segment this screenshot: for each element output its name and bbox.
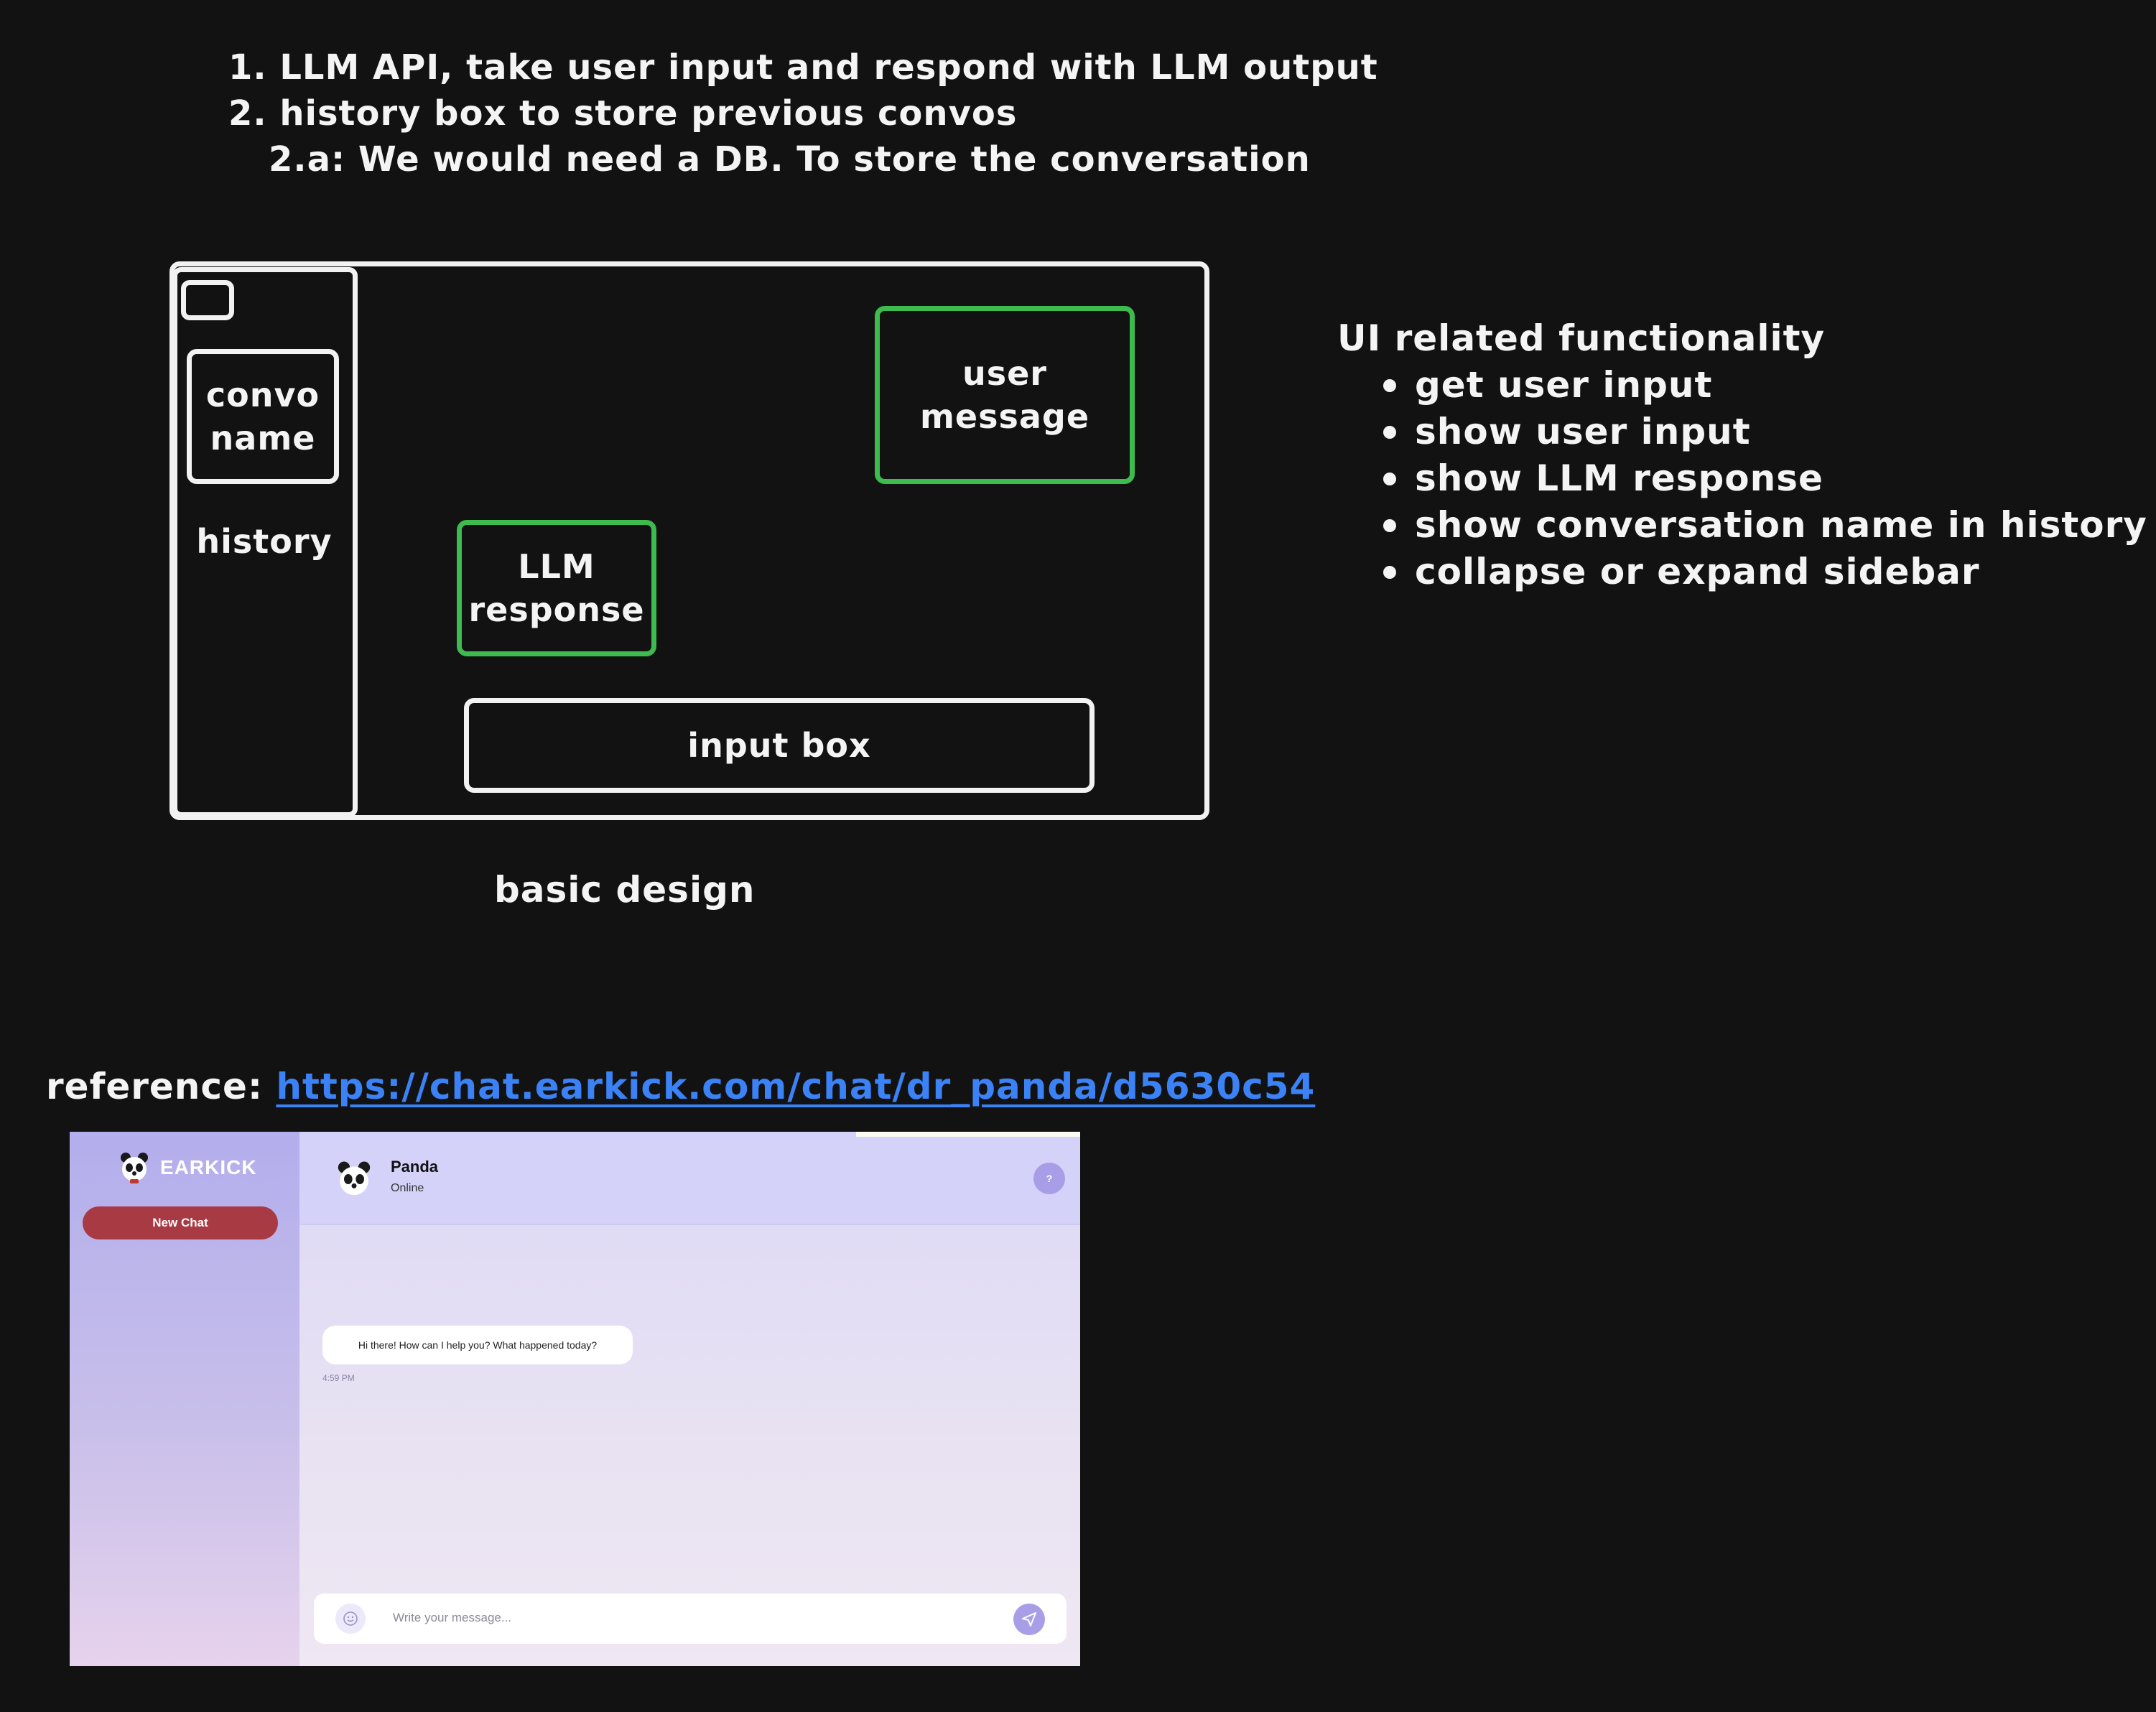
- reference-line: reference: https://chat.earkick.com/chat…: [46, 1063, 1315, 1110]
- earkick-logo: EARKICK: [117, 1150, 257, 1185]
- chat-header: Panda Online ?: [299, 1132, 1080, 1225]
- requirement-item: 2. history box to store previous convos: [228, 93, 1018, 134]
- ui-functionality-title: UI related functionality: [1337, 317, 1826, 359]
- earkick-brand: EARKICK: [160, 1156, 257, 1178]
- bullet-icon: [1383, 518, 1396, 532]
- requirements-list: 1. LLM API, take user input and respond …: [228, 45, 1378, 182]
- panda-logo-icon: [117, 1150, 152, 1185]
- bullet-icon: [1383, 472, 1396, 485]
- help-icon[interactable]: ?: [1033, 1163, 1065, 1194]
- bullet-icon: [1383, 425, 1396, 439]
- user-message-box: user message: [875, 306, 1135, 484]
- convo-name-label-2: name: [210, 419, 316, 457]
- user-message-label-2: message: [919, 397, 1090, 436]
- chat-messages: Hi there! How can I help you? What happe…: [299, 1225, 1080, 1666]
- llm-response-box: LLM response: [457, 520, 656, 656]
- list-item: show conversation name in history tab: [1383, 502, 2156, 549]
- llm-response-label-2: response: [468, 590, 645, 629]
- list-item: show LLM response: [1383, 455, 2156, 502]
- llm-response-label-1: LLM: [518, 547, 595, 586]
- sidebar-toggle-icon: [181, 280, 234, 320]
- input-box: input box: [464, 698, 1095, 793]
- header-accent-bar: [856, 1132, 1080, 1137]
- earkick-chat-area: Panda Online ? Hi there! How can I help …: [299, 1132, 1080, 1666]
- requirement-item: 2.a: We would need a DB. To store the co…: [269, 139, 1311, 180]
- bot-status: Online: [391, 1182, 424, 1194]
- earkick-sidebar: EARKICK New Chat: [70, 1132, 299, 1666]
- panda-avatar-icon: [334, 1159, 374, 1199]
- list-item: collapse or expand sidebar: [1383, 549, 2156, 595]
- ui-functionality: UI related functionality get user input …: [1337, 315, 2156, 595]
- bot-name: Panda: [391, 1158, 439, 1176]
- send-icon[interactable]: [1013, 1604, 1045, 1635]
- requirement-item: 1. LLM API, take user input and respond …: [228, 47, 1378, 88]
- earkick-screenshot: EARKICK New Chat Panda Online ? Hi there…: [70, 1132, 1080, 1666]
- user-message-label-1: user: [962, 354, 1047, 393]
- wireframe-caption: basic design: [494, 869, 756, 911]
- wireframe-sidebar: [172, 267, 358, 817]
- bullet-icon: [1383, 378, 1396, 392]
- message-input-bar: Write your message...: [314, 1594, 1067, 1644]
- wireframe-frame: [169, 261, 1209, 820]
- history-label: history: [196, 522, 333, 561]
- convo-name-label-1: convo: [205, 376, 320, 414]
- reference-link[interactable]: https://chat.earkick.com/chat/dr_panda/d…: [276, 1066, 1316, 1107]
- message-input[interactable]: Write your message...: [393, 1611, 512, 1624]
- bullet-icon: [1383, 565, 1396, 579]
- message-timestamp: 4:59 PM: [322, 1373, 355, 1383]
- reference-label: reference:: [46, 1066, 263, 1107]
- new-chat-button[interactable]: New Chat: [83, 1206, 278, 1239]
- smiley-icon[interactable]: [335, 1604, 366, 1634]
- bot-message-bubble: Hi there! How can I help you? What happe…: [322, 1326, 633, 1364]
- list-item: get user input: [1383, 362, 2156, 409]
- list-item: show user input: [1383, 409, 2156, 455]
- input-box-label: input box: [687, 726, 871, 765]
- convo-name-box: convo name: [187, 349, 339, 484]
